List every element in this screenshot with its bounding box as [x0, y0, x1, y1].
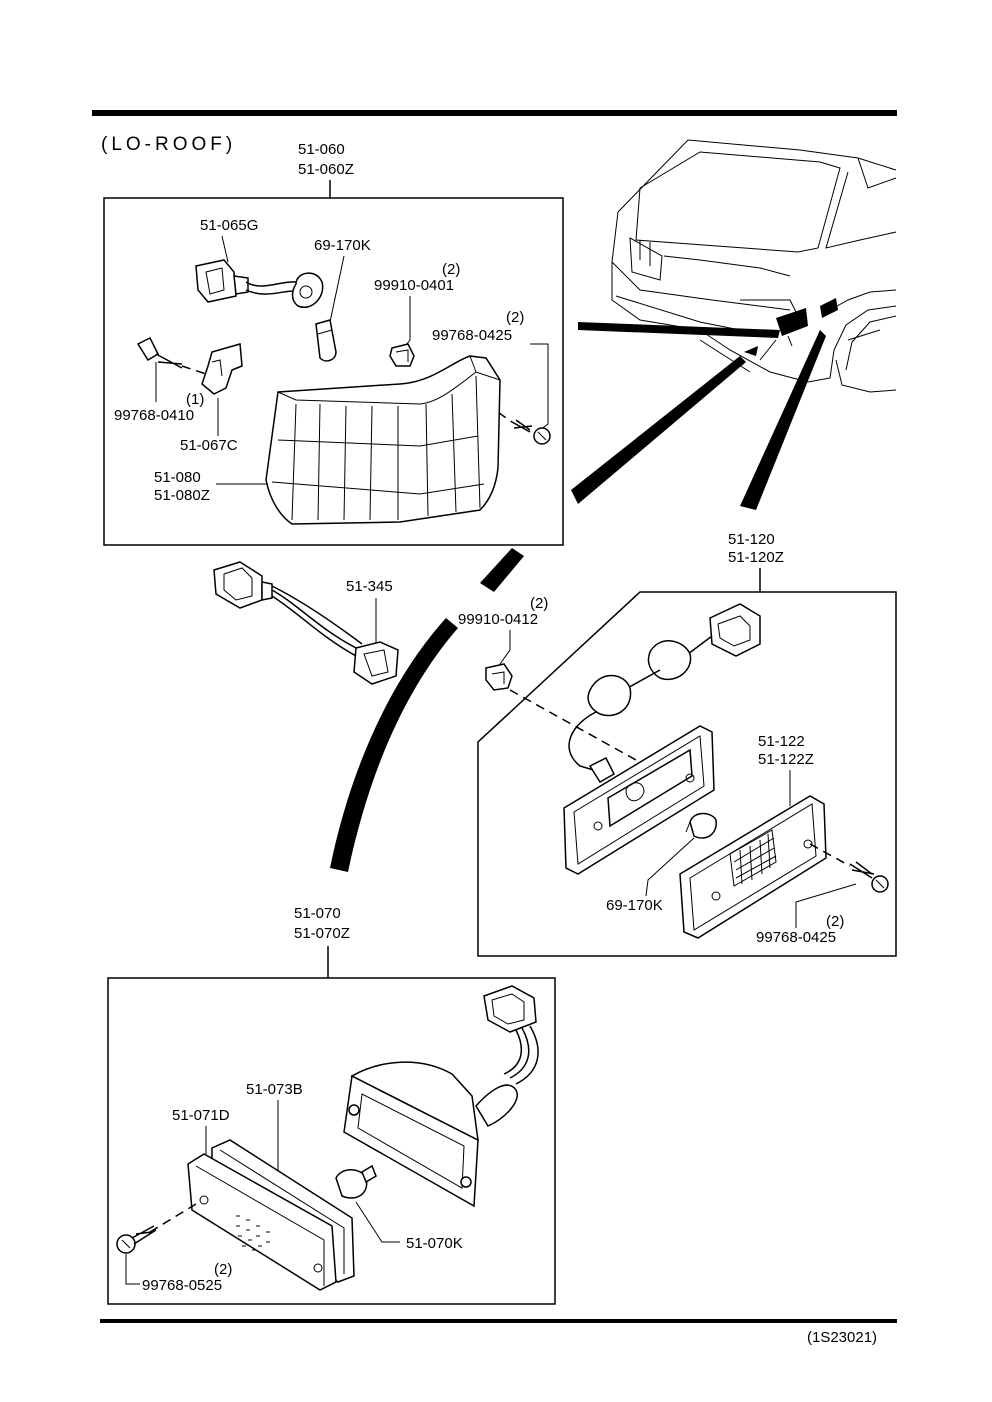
- rear-lamp-frame: [107, 977, 556, 1305]
- clip-icon: [389, 343, 415, 367]
- side-marker-assembly-number: 51-120: [728, 531, 775, 548]
- screw-icon: [116, 1225, 157, 1254]
- diagram-code: (1S23021): [807, 1329, 877, 1346]
- rear-lens-label: 51-071D: [172, 1107, 230, 1124]
- front-combination-lamp-group: 51-060 51-060Z 51-065G 69-170K (2) 99910…: [103, 141, 564, 546]
- connector-icon: [353, 641, 399, 685]
- vehicle-front-illustration: [611, 139, 897, 393]
- harness-label: 51-345: [346, 578, 393, 595]
- side-marker-lamp-group: 51-120 51-120Z (2) 99910-0412: [458, 531, 897, 957]
- side-marker-frame: [477, 591, 897, 957]
- side-lens-label-alt: 51-122Z: [758, 751, 814, 768]
- screw-icon: [136, 336, 183, 369]
- rear-lamp-assembly-number-alt: 51-070Z: [294, 925, 350, 942]
- connector-icon: [195, 259, 249, 303]
- bracket-label: 51-067C: [180, 437, 238, 454]
- rear-lamp-group: 51-070 51-070Z 51-070K 51-073B: [107, 905, 556, 1305]
- bulb-icon: [685, 812, 717, 839]
- rear-screw-qty: (2): [214, 1261, 232, 1278]
- section-title: (LO-ROOF): [101, 134, 236, 155]
- rear-bulb-label: 51-070K: [406, 1235, 463, 1252]
- lamp-illustration: [265, 355, 501, 525]
- side-bulb-label: 69-170K: [606, 897, 663, 914]
- top-rule: [92, 110, 897, 116]
- lamp-illustration: [563, 725, 715, 875]
- connector-icon: [483, 985, 537, 1033]
- rear-screw-label: 99768-0525: [142, 1277, 222, 1294]
- lamp-illustration: [343, 1061, 519, 1208]
- clip-icon: [485, 663, 513, 691]
- front-lamp-frame: [103, 197, 564, 546]
- screw-icon: [511, 419, 551, 445]
- screw-icon: [849, 861, 889, 893]
- bottom-rule: [100, 1319, 897, 1323]
- rear-lamp-assembly-number: 51-070: [294, 905, 341, 922]
- connector-icon: [709, 603, 761, 657]
- connector-icon: [213, 561, 273, 609]
- side-screw-qty: (2): [826, 913, 844, 930]
- side-clip-label: 99910-0412: [458, 611, 538, 628]
- bracket-icon: [201, 343, 243, 395]
- harness-group: 51-345: [213, 561, 399, 685]
- socket-wiring-label: 51-065G: [200, 217, 258, 234]
- screw-right-qty: (2): [506, 309, 524, 326]
- side-clip-qty: (2): [530, 595, 548, 612]
- bulb-label: 69-170K: [314, 237, 371, 254]
- bulb-icon: [315, 319, 337, 362]
- screw-left-label: 99768-0410: [114, 407, 194, 424]
- lamp-illustration: [679, 795, 827, 939]
- front-lamp-assembly-number: 51-060: [298, 141, 345, 158]
- lens-label-alt: 51-080Z: [154, 487, 210, 504]
- clip-qty: (2): [442, 261, 460, 278]
- clip-label: 99910-0401: [374, 277, 454, 294]
- gasket-label: 51-073B: [246, 1081, 303, 1098]
- lens-label: 51-080: [154, 469, 201, 486]
- callout-wedges: [330, 322, 826, 872]
- bulb-icon: [335, 1164, 377, 1199]
- side-marker-assembly-number-alt: 51-120Z: [728, 549, 784, 566]
- front-lamp-assembly-number-alt: 51-060Z: [298, 161, 354, 178]
- lamp-illustration: [187, 1153, 337, 1291]
- screw-right-label: 99768-0425: [432, 327, 512, 344]
- side-screw-label: 99768-0425: [756, 929, 836, 946]
- screw-left-qty: (1): [186, 391, 204, 408]
- side-lens-label: 51-122: [758, 733, 805, 750]
